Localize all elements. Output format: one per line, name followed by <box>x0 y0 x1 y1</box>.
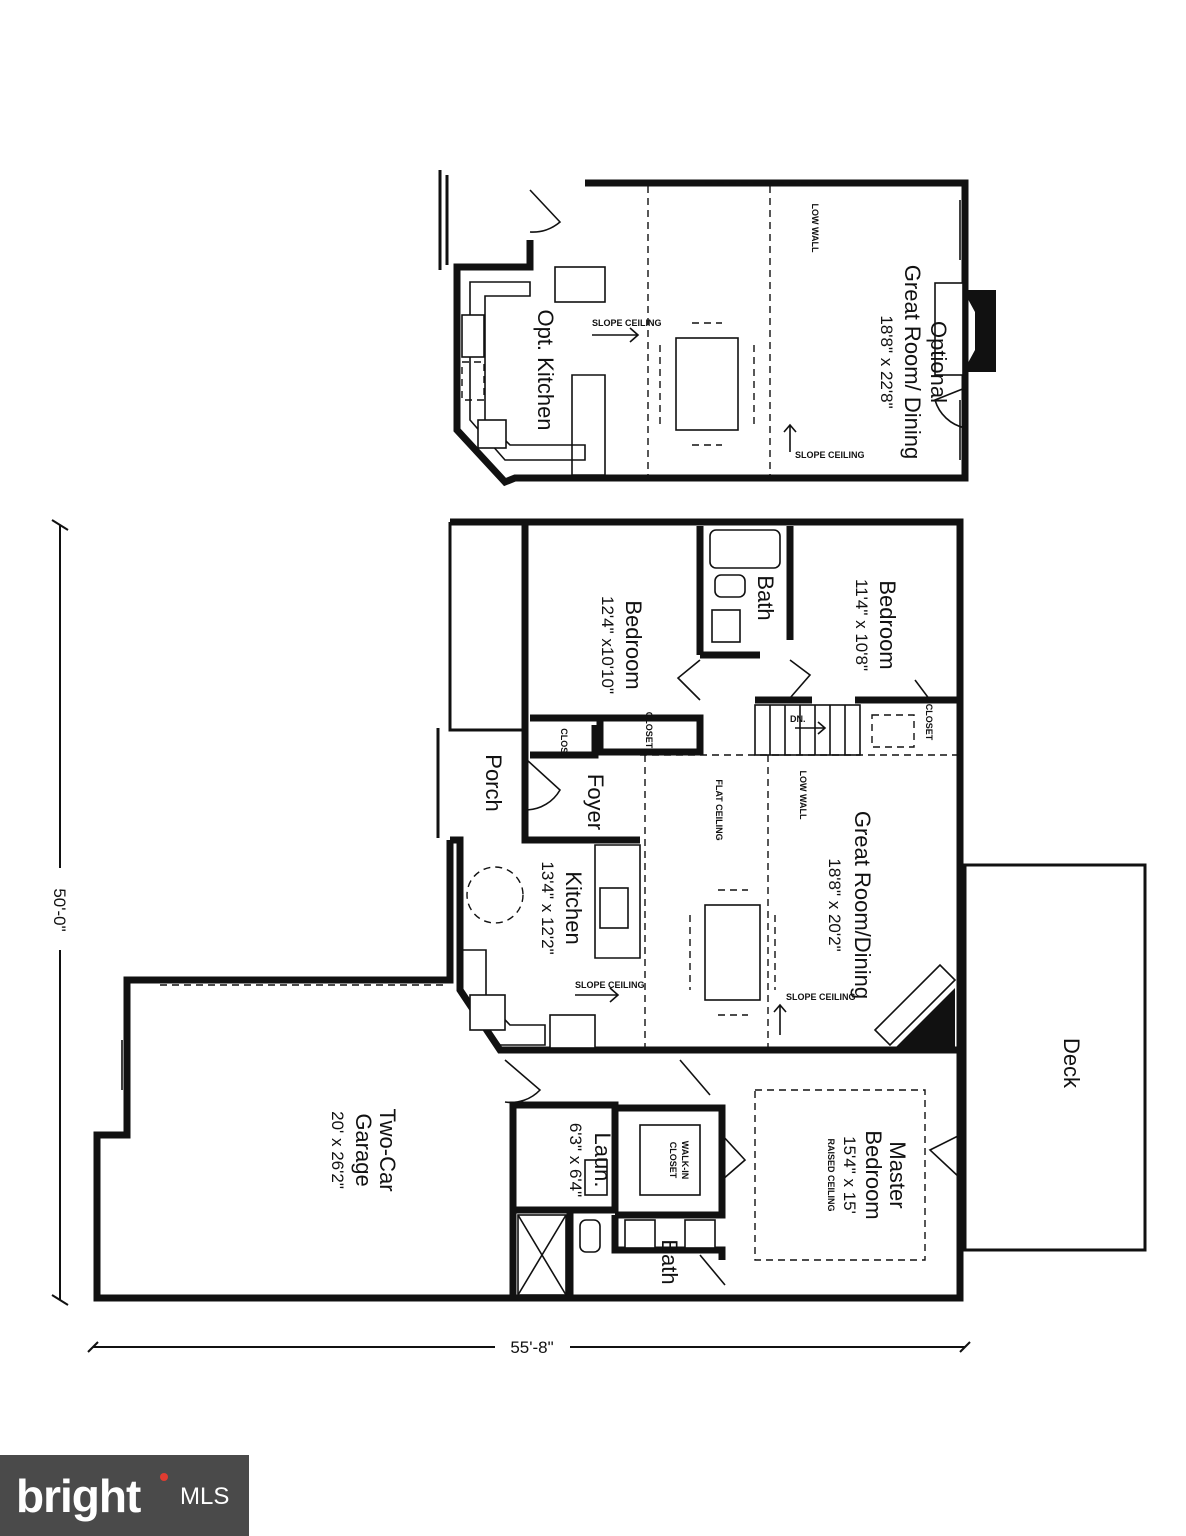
svg-text:Two-Car: Two-Car <box>375 1108 400 1191</box>
svg-text:Laun.: Laun. <box>590 1132 615 1187</box>
svg-text:Optional: Optional <box>926 321 951 403</box>
svg-text:Bedroom: Bedroom <box>861 1130 886 1219</box>
stairs-icon <box>754 704 861 756</box>
breakfast-table-icon <box>466 866 524 924</box>
upper-great-room-label: Optional Great Room/ Dining 18'8" x 22'8… <box>877 265 951 459</box>
bath-upper-label: Bath <box>753 575 778 620</box>
closet-label-1: CLOSET <box>644 712 654 749</box>
kitchen-slope-ceiling-note: SLOPE CEILING <box>575 980 645 990</box>
svg-text:Great Room/Dining: Great Room/Dining <box>850 811 875 999</box>
svg-text:15'4" x 15': 15'4" x 15' <box>840 1136 859 1214</box>
dining-table-icon <box>675 337 739 431</box>
optional-upper-plan <box>438 170 996 487</box>
fireplace-icon <box>963 290 996 372</box>
svg-text:55'-8": 55'-8" <box>510 1338 553 1357</box>
svg-text:13'4" x 12'2": 13'4" x 12'2" <box>538 861 557 954</box>
sink-icon <box>684 1219 716 1249</box>
laundry-label: Laun. 6'3" x 6'4" <box>566 1123 615 1197</box>
svg-text:Great Room/ Dining: Great Room/ Dining <box>900 265 925 459</box>
bath-master-label: Bath <box>657 1239 682 1284</box>
svg-text:RAISED CEILING: RAISED CEILING <box>826 1138 836 1211</box>
clos-label: CLOS. <box>559 728 569 756</box>
vertical-dimension: 50'-0" <box>50 519 69 1306</box>
svg-text:18'8" x 22'8": 18'8" x 22'8" <box>877 315 896 408</box>
svg-text:11'4" x 10'8": 11'4" x 10'8" <box>852 579 871 671</box>
garage-label: Two-Car Garage 20' x 26'2" <box>328 1108 400 1191</box>
svg-text:Bedroom: Bedroom <box>875 580 900 669</box>
svg-text:Kitchen: Kitchen <box>561 871 586 944</box>
porch-label: Porch <box>481 754 506 811</box>
vanity-sink-icon <box>711 609 741 643</box>
upper-kitchen-label: Opt. Kitchen <box>533 309 558 430</box>
bedroom-2-label: Bedroom 11'4" x 10'8" <box>852 579 900 671</box>
bright-mls-logo: bright MLS <box>0 1455 249 1536</box>
svg-text:Master: Master <box>885 1141 910 1208</box>
upper-slope-ceiling-note-1: SLOPE CEILING <box>592 318 662 328</box>
kitchen-label: Kitchen 13'4" x 12'2" <box>538 861 586 954</box>
shower-icon <box>517 1214 567 1296</box>
range-icon <box>469 994 506 1031</box>
low-wall-note: LOW WALL <box>798 771 808 820</box>
svg-text:CLOSET: CLOSET <box>668 1142 678 1179</box>
toilet-icon <box>714 574 746 598</box>
svg-text:Garage: Garage <box>351 1113 376 1186</box>
washer-icon <box>584 1159 608 1196</box>
fireplace-hearth <box>934 282 964 376</box>
svg-text:18'8" x 20'2": 18'8" x 20'2" <box>825 858 844 951</box>
svg-text:12'4" x10'10": 12'4" x10'10" <box>598 596 617 694</box>
great-room-label: Great Room/Dining 18'8" x 20'2" <box>825 811 875 999</box>
upper-slope-ceiling-note-2: SLOPE CEILING <box>795 450 865 460</box>
fireplace-hearth <box>873 963 957 1047</box>
closet-label-2: CLOSET <box>924 704 934 741</box>
kitchen-island <box>594 844 641 959</box>
upper-low-wall-note: LOW WALL <box>810 204 820 253</box>
bedroom-1-label: Bedroom 12'4" x10'10" <box>598 596 646 694</box>
svg-text:WALK-IN: WALK-IN <box>680 1141 690 1180</box>
foyer-label: Foyer <box>583 774 608 830</box>
deck-label: Deck <box>1059 1038 1084 1089</box>
horizontal-dimension: 55'-8" <box>87 1338 971 1357</box>
great-slope-ceiling-note: SLOPE CEILING <box>786 992 856 1002</box>
toilet-icon <box>579 1219 601 1253</box>
svg-text:Bedroom: Bedroom <box>621 600 646 689</box>
walk-in-closet-label: WALK-IN CLOSET <box>668 1141 690 1180</box>
main-floor-plan <box>93 518 1147 1302</box>
stair-dn-label: DN. <box>790 714 806 724</box>
svg-text:6'3" x 6'4": 6'3" x 6'4" <box>566 1123 585 1197</box>
range-icon <box>477 419 507 449</box>
fireplace-icon <box>895 988 955 1048</box>
door-swing <box>529 189 562 233</box>
bathtub-icon <box>709 529 781 569</box>
sink-icon <box>599 887 629 929</box>
sink-icon <box>461 314 485 358</box>
raised-ceiling-outline <box>754 1089 926 1261</box>
svg-text:20' x 26'2": 20' x 26'2" <box>328 1111 347 1189</box>
dining-table-icon <box>704 904 761 1001</box>
sink-icon <box>624 1219 656 1249</box>
deck-outline <box>963 863 1147 1252</box>
svg-text:50'-0": 50'-0" <box>50 888 69 931</box>
master-bedroom-label: Master Bedroom 15'4" x 15' RAISED CEILIN… <box>826 1130 910 1219</box>
flat-ceiling-note: FLAT CEILING <box>714 779 724 840</box>
